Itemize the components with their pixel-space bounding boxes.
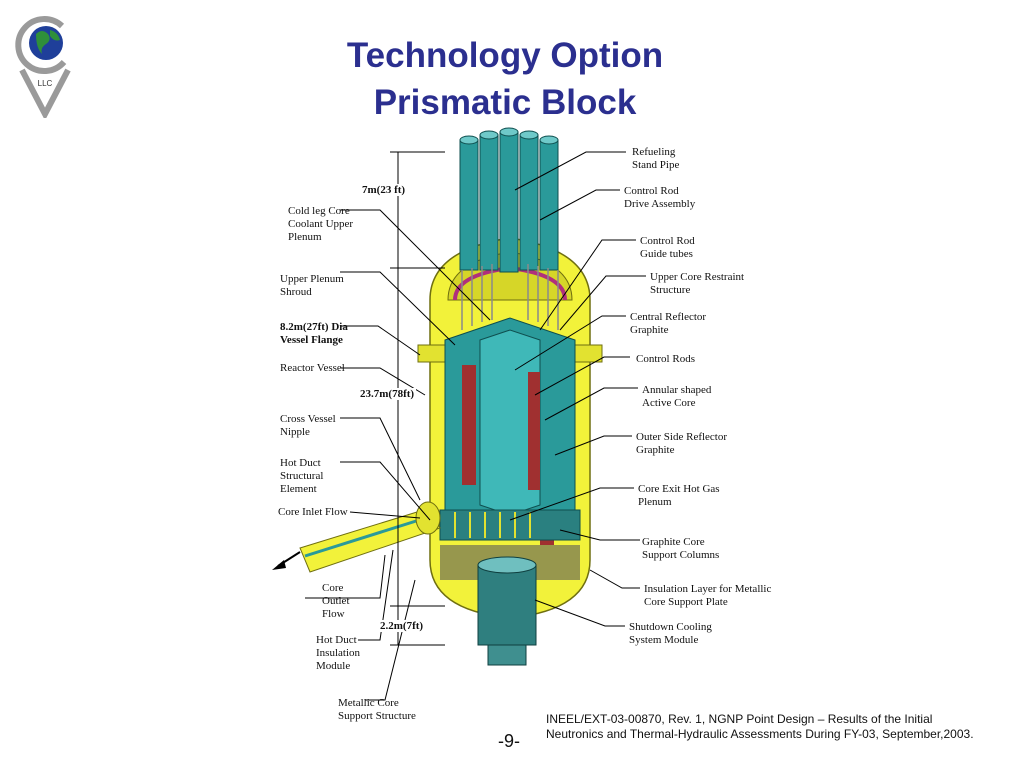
logo-c-shape [15, 16, 67, 74]
label-upper-plenum-shroud: Upper Plenum Shroud [280, 273, 344, 298]
label-control-rods: Control Rods [636, 353, 695, 365]
label-outer-side-reflector: Outer Side Reflector Graphite [636, 431, 728, 456]
page-number: -9- [498, 731, 520, 751]
label-core-exit-plenum: Core Exit Hot Gas Plenum [638, 483, 720, 508]
label-graphite-support-columns: Graphite Core Support Columns [642, 536, 720, 561]
slide-title-line2: Prismatic Block [373, 83, 637, 122]
label-insulation-layer: Insulation Layer for Metallic Core Suppo… [644, 583, 772, 608]
label-core-outlet-flow: Core Outlet Flow [322, 582, 350, 620]
label-cross-vessel-nipple: Cross Vessel Nipple [280, 413, 336, 438]
company-logo: LLC [15, 16, 71, 118]
reference-citation: INEEL/EXT-03-00870, Rev. 1, NGNP Point D… [546, 712, 974, 741]
outlet-flow-arrowhead [272, 560, 286, 570]
label-central-reflector: Central Reflector Graphite [630, 311, 707, 336]
label-shutdown-cooling-module: Shutdown Cooling System Module [629, 621, 712, 646]
label-vessel-flange: 8.2m(27ft) Dia Vessel Flange [280, 321, 348, 346]
label-annular-active-core: Annular shaped Active Core [642, 384, 712, 409]
slide-title-line1: Technology Option [346, 36, 664, 75]
dimension-bottom-height: 2.2m(7ft) [378, 620, 426, 632]
label-hot-duct-insulation: Hot Duct Insulation Module [316, 634, 360, 672]
dimension-standpipe-height: 7m(23 ft) [360, 184, 408, 196]
label-hot-duct-structural: Hot Duct Structural Element [280, 457, 324, 495]
reactor-vessel-drawing [299, 127, 603, 666]
label-refueling-stand-pipe: Refueling Stand Pipe [632, 146, 680, 171]
logo-text: LLC [38, 79, 53, 88]
label-control-rod-drive: Control Rod Drive Assembly [624, 185, 696, 210]
left-leader-lines [305, 209, 491, 701]
label-control-rod-guide-tubes: Control Rod Guide tubes [640, 235, 695, 260]
dimension-vessel-height: 23.7m(78ft) [358, 388, 417, 400]
label-cold-leg-plenum: Cold leg Core Coolant Upper Plenum [288, 205, 354, 243]
label-metallic-core-support: Metallic Core Support Structure [338, 697, 416, 722]
label-reactor-vessel: Reactor Vessel [280, 362, 345, 374]
label-upper-core-restraint: Upper Core Restraint Structure [650, 271, 745, 296]
right-leader-lines [509, 151, 646, 627]
logo-v-shape [19, 68, 71, 118]
label-core-inlet-flow: Core Inlet Flow [278, 506, 348, 518]
